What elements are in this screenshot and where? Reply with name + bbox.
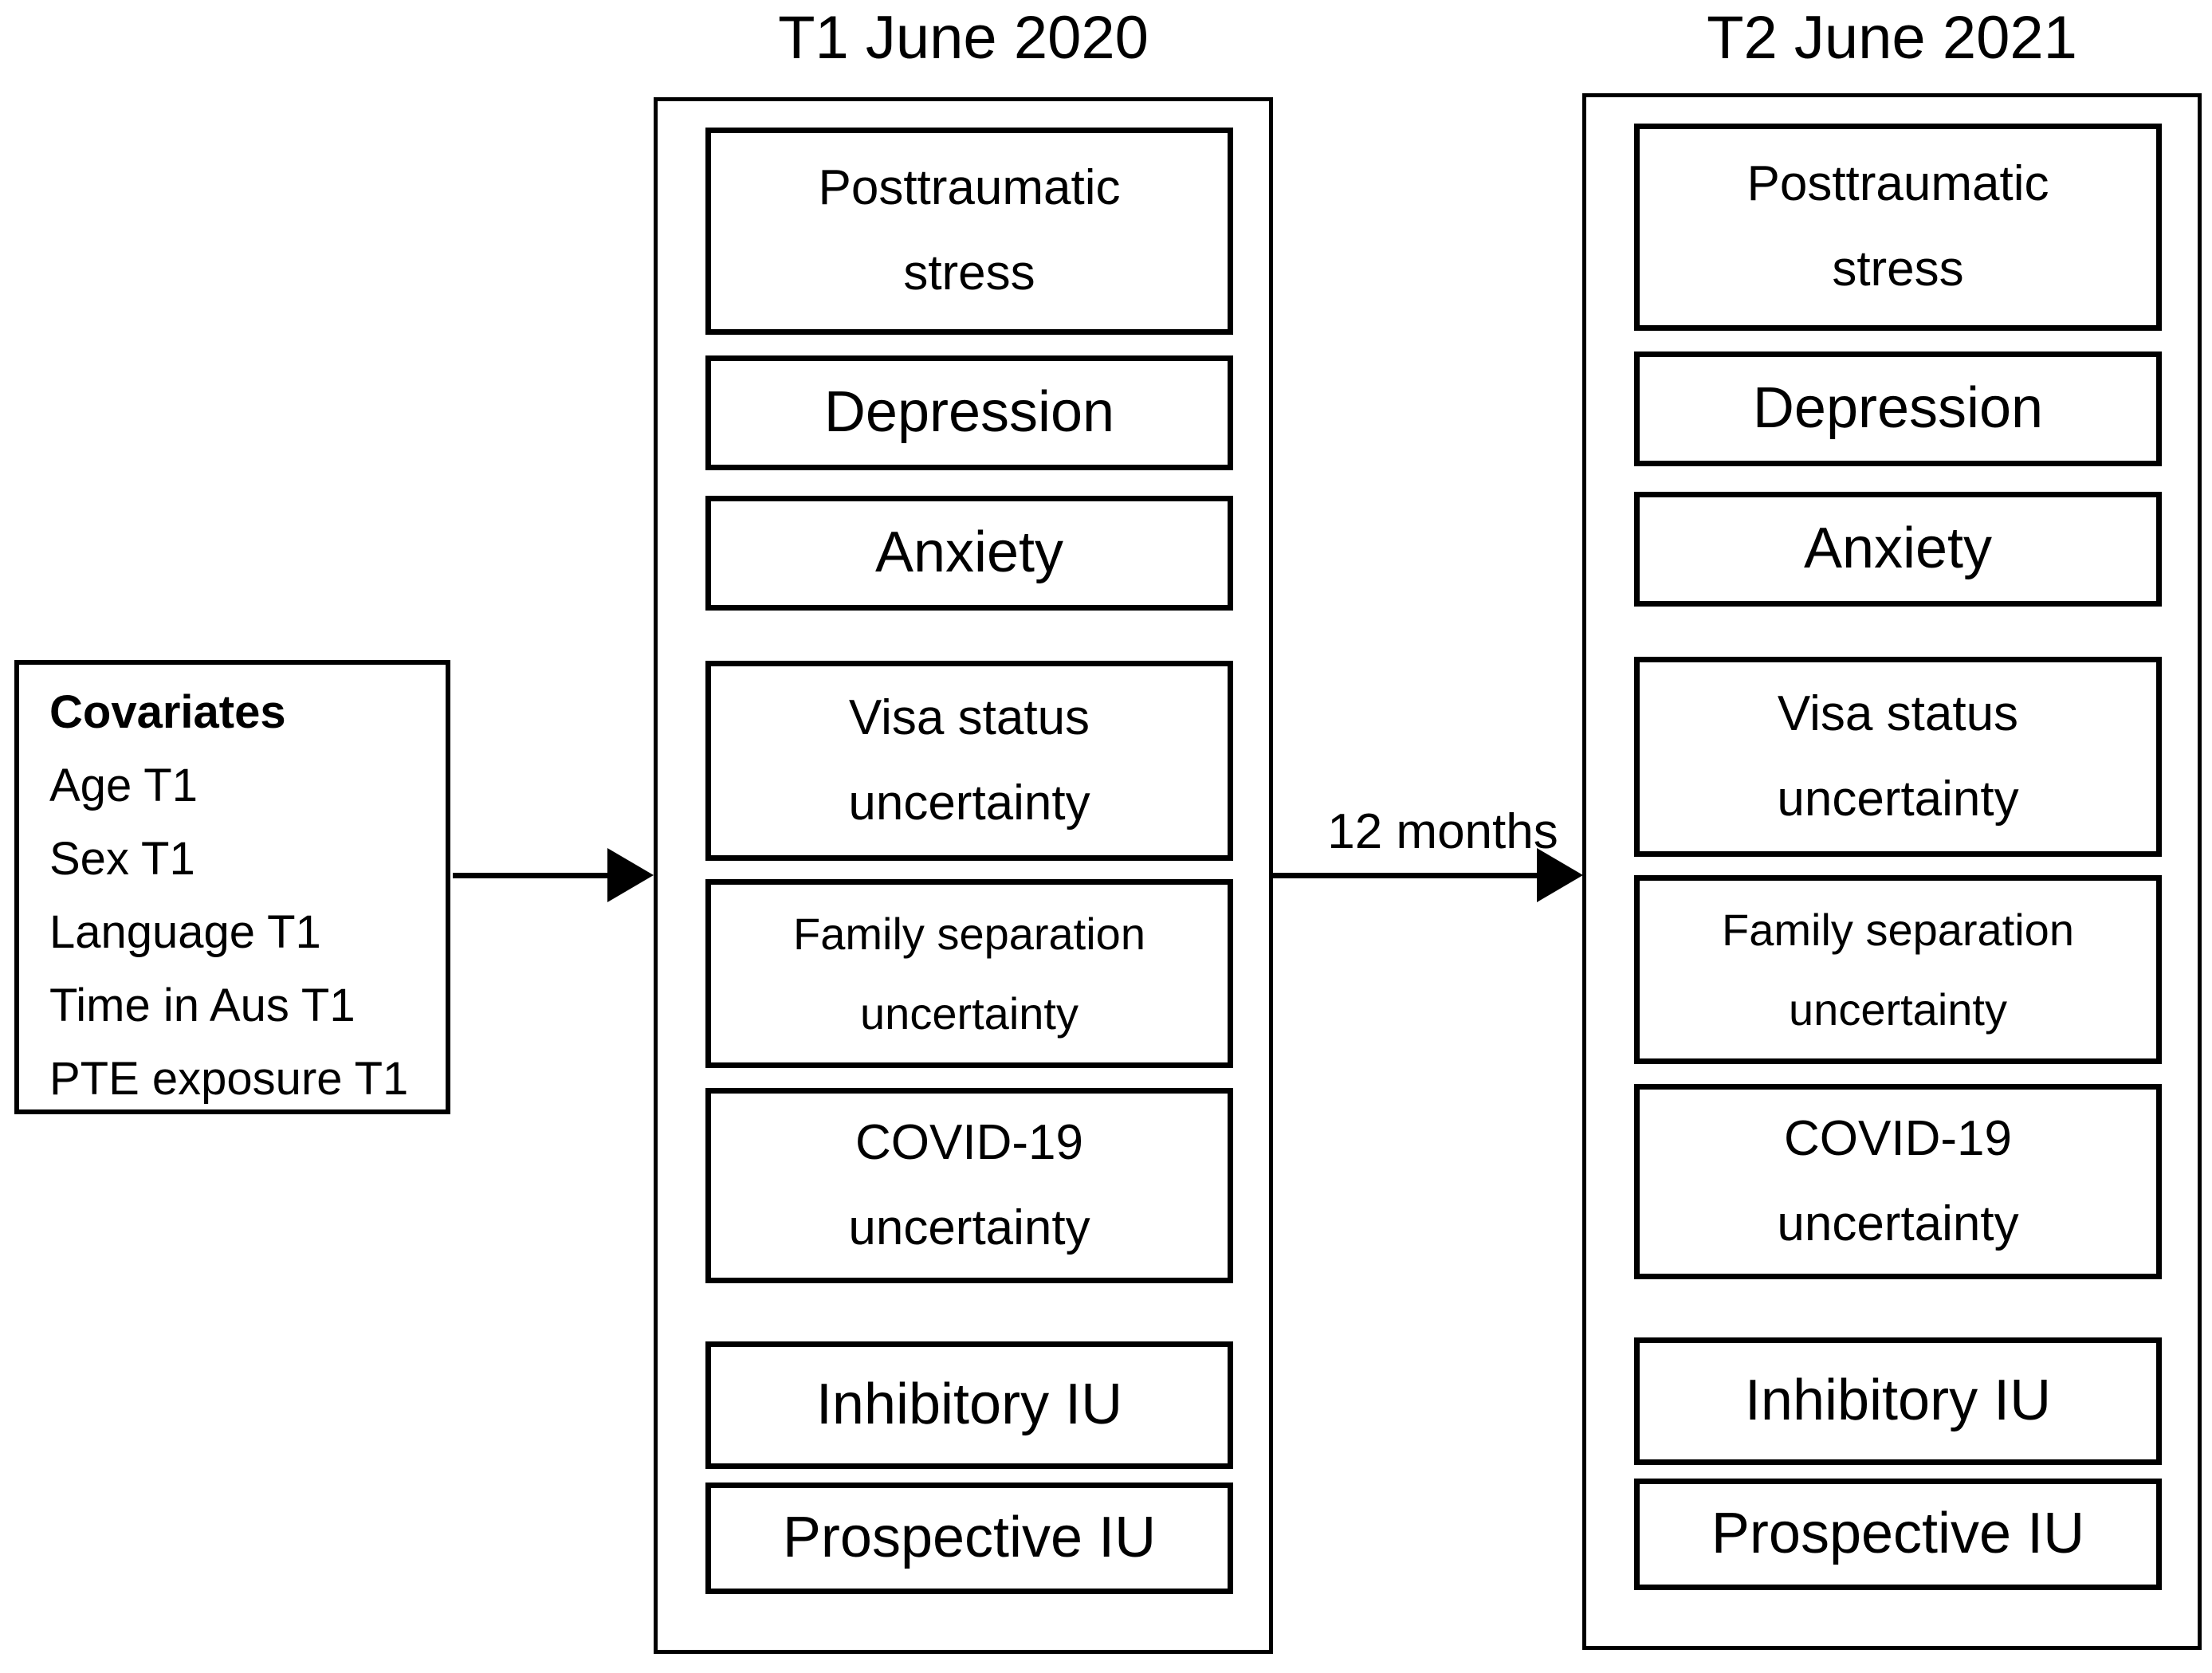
box-label: Family separation uncertainty [1722, 904, 2074, 1035]
box-label: Posttraumatic stress [818, 160, 1121, 300]
box-label: Inhibitory IU [815, 1373, 1123, 1437]
box-covid19-uncertainty-t1: COVID-19 uncertainty [705, 1088, 1233, 1283]
box-label: Visa status uncertainty [1777, 685, 2019, 827]
box-anxiety-t1: Anxiety [705, 496, 1233, 611]
box-label: Prospective IU [782, 1506, 1157, 1570]
box-label: Visa status uncertainty [848, 689, 1090, 831]
arrow-label-12-months: 12 months [1327, 804, 1558, 859]
box-label: COVID-19 uncertainty [1777, 1110, 2019, 1251]
t2-panel-title: T2 June 2021 [1707, 4, 2077, 72]
box-depression-t2: Depression [1634, 351, 2162, 466]
box-depression-t1: Depression [705, 355, 1233, 470]
box-visa-status-uncertainty-t1: Visa status uncertainty [705, 661, 1233, 861]
t2-panel: Posttraumatic stress Depression Anxiety … [1582, 93, 2202, 1650]
box-family-separation-uncertainty-t1: Family separation uncertainty [705, 879, 1233, 1068]
covariate-item-sex: Sex T1 [49, 833, 195, 885]
covariate-item-age: Age T1 [49, 760, 198, 811]
box-label: COVID-19 uncertainty [848, 1114, 1090, 1255]
covariates-header: Covariates [49, 686, 286, 738]
covariates-box: Covariates Age T1 Sex T1 Language T1 Tim… [14, 660, 450, 1114]
arrowhead-right-icon [1537, 848, 1583, 902]
arrow-line [453, 873, 612, 878]
box-label: Inhibitory IU [1744, 1369, 2052, 1433]
box-label: Family separation uncertainty [793, 908, 1145, 1039]
covariate-item-pte-exposure: PTE exposure T1 [49, 1053, 409, 1105]
box-visa-status-uncertainty-t2: Visa status uncertainty [1634, 657, 2162, 857]
box-label: Posttraumatic stress [1746, 156, 2049, 297]
box-label: Depression [823, 380, 1115, 445]
box-inhibitory-iu-t2: Inhibitory IU [1634, 1337, 2162, 1465]
box-inhibitory-iu-t1: Inhibitory IU [705, 1341, 1233, 1469]
box-prospective-iu-t2: Prospective IU [1634, 1479, 2162, 1590]
covariate-item-time-in-aus: Time in Aus T1 [49, 980, 356, 1031]
box-prospective-iu-t1: Prospective IU [705, 1483, 1233, 1594]
box-label: Depression [1752, 376, 2044, 441]
box-posttraumatic-stress-t2: Posttraumatic stress [1634, 124, 2162, 331]
box-anxiety-t2: Anxiety [1634, 492, 2162, 607]
box-posttraumatic-stress-t1: Posttraumatic stress [705, 128, 1233, 335]
box-covid19-uncertainty-t2: COVID-19 uncertainty [1634, 1084, 2162, 1279]
arrowhead-right-icon [607, 848, 654, 902]
covariate-item-language: Language T1 [49, 906, 321, 958]
arrow-line [1273, 873, 1540, 878]
t1-panel: Posttraumatic stress Depression Anxiety … [654, 97, 1273, 1654]
box-label: Anxiety [1803, 516, 1993, 581]
box-label: Prospective IU [1711, 1502, 2085, 1566]
box-family-separation-uncertainty-t2: Family separation uncertainty [1634, 875, 2162, 1064]
box-label: Anxiety [874, 520, 1064, 585]
t1-panel-title: T1 June 2020 [778, 4, 1149, 72]
